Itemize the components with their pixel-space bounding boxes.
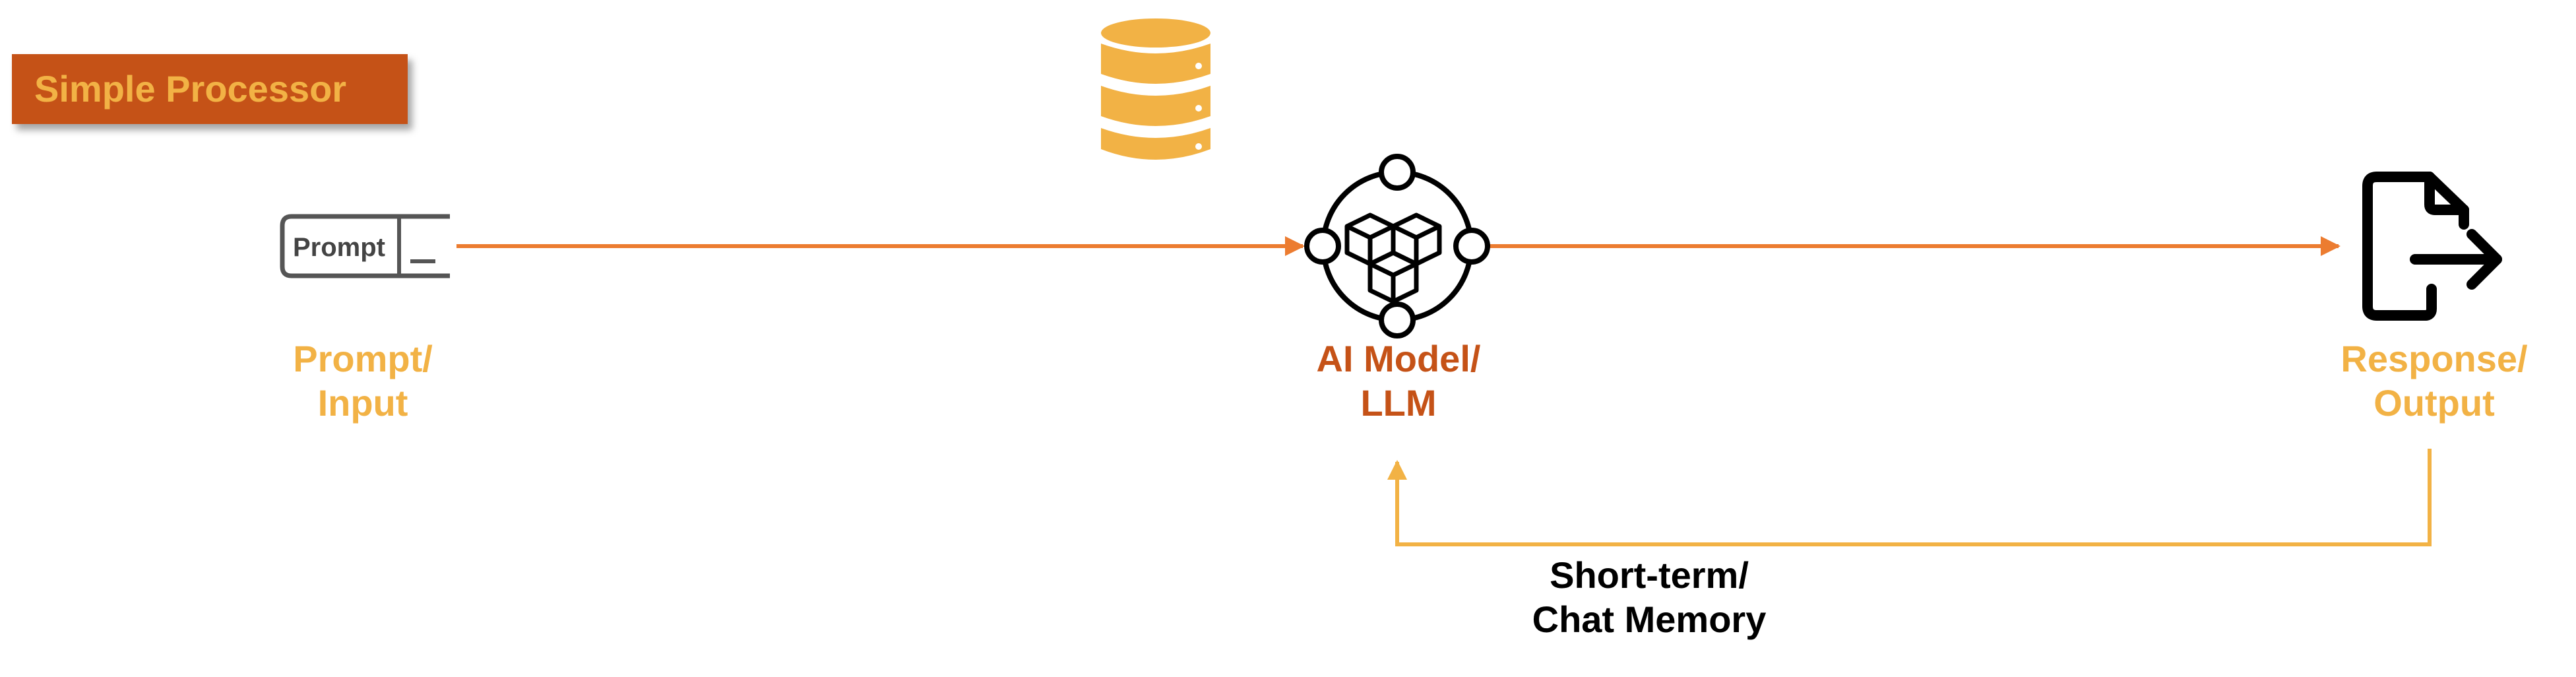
input-label-line1: Prompt/ [293,338,433,379]
document-export-icon [2362,172,2502,321]
memory-label-line1: Short-term/ [1550,554,1749,596]
output-label: Response/ Output [2309,337,2560,425]
output-label-line1: Response/ [2340,338,2528,379]
llm-label: AI Model/ LLM [1273,337,1524,425]
prompt-terminal-icon: Prompt [280,214,450,278]
input-label-line2: Input [317,382,408,424]
llm-label-line1: AI Model/ [1316,338,1481,379]
llm-label-line2: LLM [1360,382,1437,424]
memory-feedback-arrow [1387,449,2432,546]
prompt-icon-text: Prompt [293,233,385,262]
database-icon [1101,18,1210,160]
memory-label-line2: Chat Memory [1532,598,1767,641]
input-label: Prompt/ Input [264,337,462,425]
title-badge: Simple Processor [12,54,408,124]
ai-model-cubes-icon [1304,154,1490,338]
memory-label: Short-term/ Chat Memory [1484,553,1814,641]
output-label-line2: Output [2373,382,2495,424]
